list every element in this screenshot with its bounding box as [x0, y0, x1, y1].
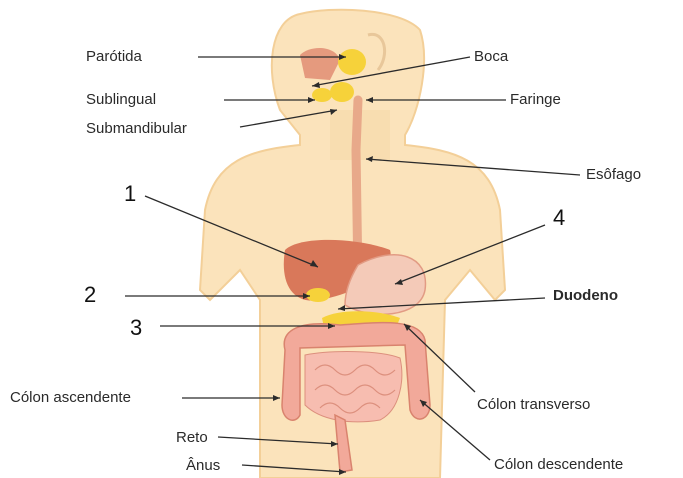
label-colon-ascendente: Cólon ascendente	[10, 390, 131, 405]
label-faringe: Faringe	[510, 92, 561, 107]
label-reto: Reto	[176, 430, 208, 445]
label-esofago: Esôfago	[586, 167, 641, 182]
parotid-gland	[338, 49, 366, 75]
label-colon-descendente: Cólon descendente	[494, 457, 623, 472]
label-sublingual: Sublingual	[86, 92, 156, 107]
number-1: 1	[124, 183, 136, 205]
label-parotida: Parótida	[86, 49, 142, 64]
submandibular-gland	[330, 82, 354, 102]
label-duodeno: Duodeno	[553, 288, 618, 303]
number-3: 3	[130, 317, 142, 339]
label-anus: Ânus	[186, 458, 220, 473]
label-submandibular: Submandibular	[86, 121, 187, 136]
label-colon-transverso: Cólon transverso	[477, 397, 590, 412]
gallbladder	[306, 288, 330, 302]
number-2: 2	[84, 284, 96, 306]
label-boca: Boca	[474, 49, 508, 64]
number-4: 4	[553, 207, 565, 229]
